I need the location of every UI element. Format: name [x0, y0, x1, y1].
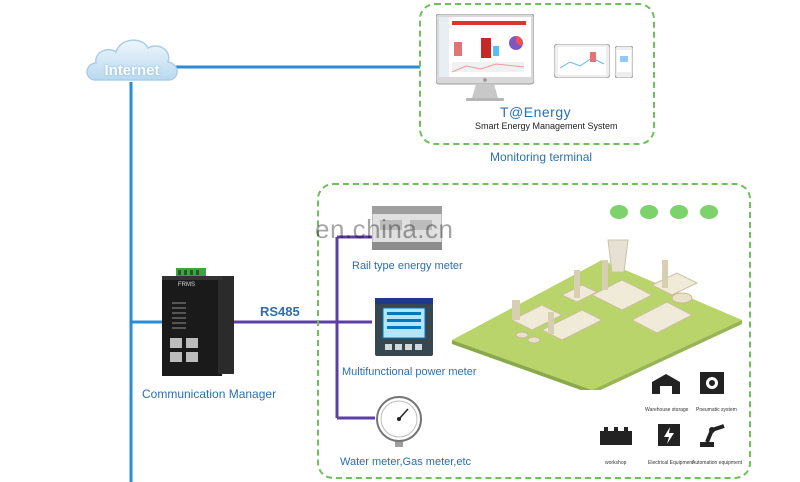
tablet-device	[553, 43, 611, 79]
field-devices-box	[317, 183, 751, 479]
water-meter-label: Water meter,Gas meter,etc	[340, 456, 472, 468]
power-meter	[375, 298, 433, 356]
internet-cloud: Internet	[82, 32, 182, 88]
app-subtitle: Smart Energy Management System	[475, 121, 618, 131]
communication-manager-label: Communication Manager	[142, 387, 277, 401]
warehouse-icon	[650, 372, 682, 396]
watermark-text: en.china.cn	[315, 214, 454, 244]
monitoring-caption: Monitoring terminal	[490, 150, 593, 164]
warehouse-label: Warehouse storage	[645, 407, 689, 413]
desktop-monitor	[435, 13, 535, 102]
app-title: T@Energy	[500, 104, 572, 120]
power-meter-label: Multifunctional power meter	[342, 366, 477, 378]
monitoring-terminal-box	[419, 3, 655, 145]
pressure-gauge	[375, 395, 423, 447]
cloud-icon	[86, 39, 178, 81]
factory-illustration	[452, 200, 742, 394]
device-brand: FRMS	[178, 282, 195, 288]
rs485-label: RS485	[260, 304, 300, 319]
phone-device	[614, 45, 634, 79]
internet-label: Internet	[104, 62, 160, 79]
rail-meter-label: Rail type energy meter	[352, 260, 463, 272]
communication-manager-device: FRMS	[158, 266, 238, 378]
automation-label: Automation equipment	[692, 460, 743, 466]
electrical-label: Electrical Equipment	[648, 460, 694, 466]
pneumatic-label: Pneumatic system	[696, 407, 737, 413]
workshop-label: workshop	[605, 460, 627, 466]
electrical-icon	[656, 420, 682, 448]
pneumatic-icon	[698, 370, 726, 396]
workshop-icon	[598, 425, 634, 447]
automation-icon	[698, 420, 728, 448]
rail-energy-meter	[371, 206, 443, 251]
